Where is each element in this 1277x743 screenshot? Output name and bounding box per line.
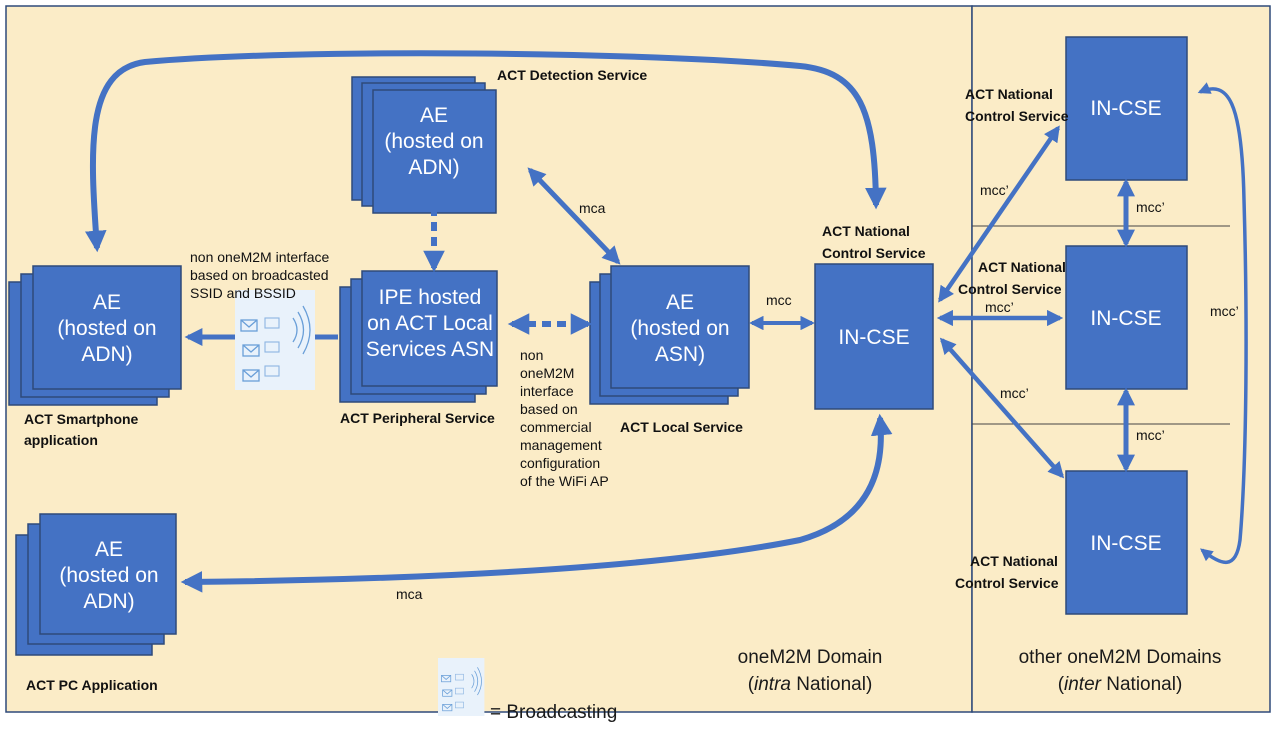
mca-top-label: mca (579, 200, 606, 216)
nat-bot-label-1: ACT National (970, 553, 1058, 569)
nat-top-label-2: Control Service (965, 108, 1069, 124)
nat-top-label-1: ACT National (965, 86, 1053, 102)
local-ae-line-2: (hosted on (630, 317, 729, 340)
broadcast-iface-line-1: non oneM2M interface (190, 249, 330, 265)
local-service-label: ACT Local Service (620, 419, 743, 435)
mccp-top-vertical-label: mcc’ (1136, 199, 1165, 215)
incse-mid-label: IN-CSE (1090, 307, 1161, 330)
smartphone-app-label-2: application (24, 432, 98, 448)
smartphone-app-label-1: ACT Smartphone (24, 411, 139, 427)
detection-ae-line-1: AE (420, 104, 448, 127)
arrow-right-loop (1197, 82, 1248, 565)
arrow-top-loop (84, 50, 887, 253)
national-incse-box: IN-CSE (814, 263, 934, 410)
mccp-lower-label: mcc’ (1000, 385, 1029, 401)
incse-bot-box: IN-CSE (1065, 470, 1188, 615)
mcc-label: mcc (766, 292, 792, 308)
local-ae-line-1: AE (666, 291, 694, 314)
mgmt-iface-line-4: based on (520, 401, 578, 417)
mgmt-iface-line-5: commercial (520, 419, 592, 435)
mgmt-iface-line-2: oneM2M (520, 365, 574, 381)
broadcast-icon (234, 289, 316, 391)
smartphone-ae-line-3: ADN) (81, 343, 132, 366)
pc-ae-box: AE (hosted on ADN) (15, 513, 177, 656)
mgmt-iface-line-7: configuration (520, 455, 600, 471)
incse-mid-box: IN-CSE (1065, 245, 1188, 390)
mgmt-iface-line-8: of the WiFi AP (520, 473, 609, 489)
intra-rest: National) (791, 674, 872, 695)
ipe-box: IPE hosted on ACT Local Services ASN (339, 270, 498, 403)
mgmt-iface-line-3: interface (520, 383, 574, 399)
peripheral-service-label: ACT Peripheral Service (340, 410, 495, 426)
inter-rest: National) (1101, 674, 1182, 695)
arrow-mca-bottom (180, 413, 893, 593)
detection-ae-line-3: ADN) (408, 156, 459, 179)
mccp-mid-label: mcc’ (985, 299, 1014, 315)
smartphone-ae-line-1: AE (93, 291, 121, 314)
mccp-bottom-vertical-label: mcc’ (1136, 427, 1165, 443)
ipe-line-1: IPE hosted (379, 286, 482, 309)
smartphone-ae-line-2: (hosted on (57, 317, 156, 340)
inter-domain-subtitle: (inter National) (1058, 674, 1183, 695)
inter-em: inter (1064, 674, 1102, 695)
inter-domain-title: other oneM2M Domains (1019, 647, 1222, 668)
smartphone-ae-box: AE (hosted on ADN) (8, 265, 182, 406)
incse-top-label: IN-CSE (1090, 97, 1161, 120)
incse-bot-label: IN-CSE (1090, 532, 1161, 555)
local-ae-box: AE (hosted on ASN) (589, 265, 750, 405)
mccp-right-label: mcc’ (1210, 303, 1239, 319)
detection-ae-box: AE (hosted on ADN) (351, 76, 497, 214)
mca-bottom-label: mca (396, 586, 423, 602)
broadcast-iface-line-2: based on broadcasted (190, 267, 329, 283)
ipe-line-2: on ACT Local (367, 312, 493, 335)
pc-ae-line-1: AE (95, 538, 123, 561)
intra-domain-title: oneM2M Domain (738, 647, 883, 668)
local-ae-line-3: ASN) (655, 343, 705, 366)
nat-mid-label-2: Control Service (958, 281, 1062, 297)
pc-ae-line-3: ADN) (83, 590, 134, 613)
detection-service-label: ACT Detection Service (497, 67, 647, 83)
national-service-label-2: Control Service (822, 245, 926, 261)
nat-bot-label-2: Control Service (955, 575, 1059, 591)
national-service-label-1: ACT National (822, 223, 910, 239)
incse-top-box: IN-CSE (1065, 36, 1188, 181)
intra-em: intra (754, 674, 791, 695)
intra-domain-subtitle: (intra National) (748, 674, 873, 695)
arrow-national-to-top (938, 125, 1060, 303)
pc-ae-line-2: (hosted on (59, 564, 158, 587)
mccp-upper-label: mcc’ (980, 182, 1009, 198)
ipe-line-3: Services ASN (366, 338, 494, 361)
arrow-mca-top (527, 167, 621, 265)
mgmt-iface-line-6: management (520, 437, 602, 453)
arrow-national-to-bot (939, 337, 1065, 479)
detection-ae-line-2: (hosted on (384, 130, 483, 153)
broadcast-legend-icon (437, 657, 485, 717)
mgmt-iface-line-1: non (520, 347, 543, 363)
national-incse-label: IN-CSE (838, 326, 909, 349)
broadcast-iface-line-3: SSID and BSSID (190, 285, 296, 301)
broadcasting-legend-label: = Broadcasting (490, 702, 617, 723)
pc-app-label: ACT PC Application (26, 677, 158, 693)
nat-mid-label-1: ACT National (978, 259, 1066, 275)
